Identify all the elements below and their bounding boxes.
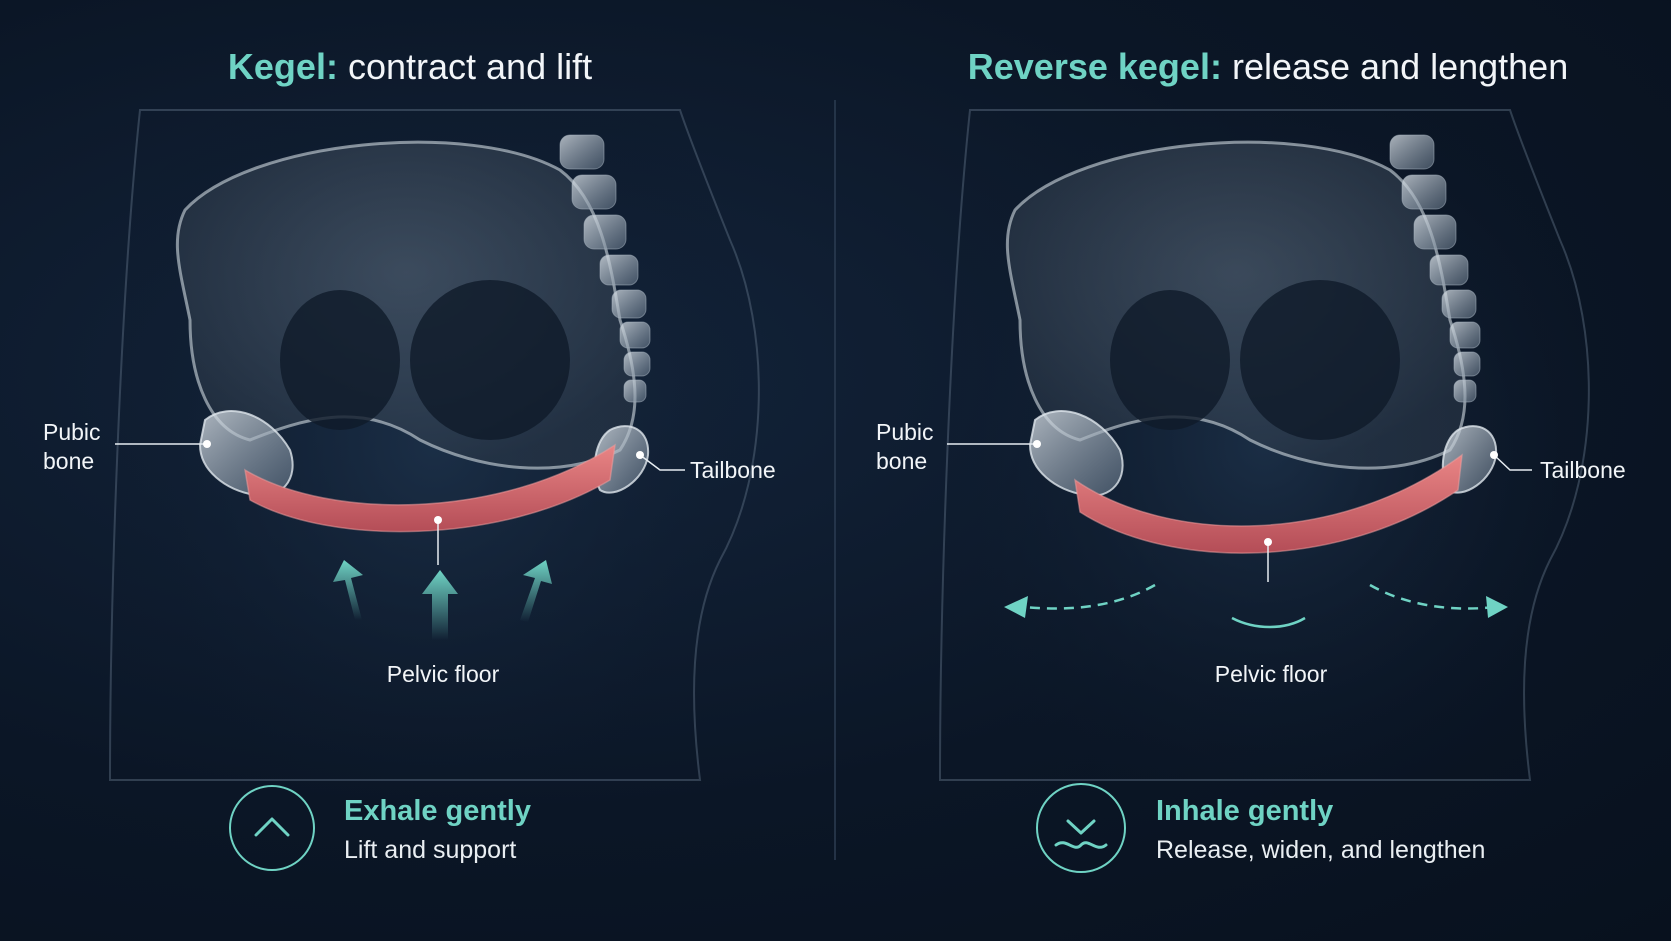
label-tailbone-right: Tailbone: [1540, 457, 1626, 483]
floor-drop-curve: [1231, 616, 1306, 629]
arrow-up-left: [333, 560, 363, 620]
title-left-rest: contract and lift: [347, 46, 593, 87]
pubic-bone-shape: [198, 410, 294, 497]
title-left: Kegel: contract and lift: [228, 46, 592, 88]
title-right-rest: release and lengthen: [1231, 46, 1569, 87]
label-pelvic-floor-left: Pelvic floor: [386, 661, 500, 687]
tailbone-leader: [1493, 454, 1532, 471]
label-tailbone-left: Tailbone: [690, 457, 776, 483]
title-left-accent: Kegel:: [227, 46, 338, 87]
breath-cue-left: Exhale gently Lift and support: [344, 795, 531, 865]
arrow-up-center: [422, 570, 458, 640]
spine: [559, 134, 651, 403]
pubic-bone-shape: [1028, 410, 1124, 497]
label-pubic-bone-right: Pubic bone: [876, 419, 934, 474]
chevron-down-wave-icon: [1036, 783, 1126, 873]
spine: [1389, 134, 1481, 403]
label-pelvic-floor-right: Pelvic floor: [1214, 661, 1328, 687]
left-figure: [108, 109, 760, 781]
title-right: Reverse kegel: release and lengthen: [968, 46, 1568, 88]
chevron-up-icon: [229, 785, 315, 871]
breath-left-sub: Lift and support: [344, 836, 517, 864]
arrow-up-right: [520, 560, 552, 622]
tailbone-leader: [639, 454, 685, 471]
lift-arrows: [333, 560, 552, 640]
breath-left-head: Exhale gently: [344, 795, 531, 827]
label-pubic-bone-left: Pubic bone: [43, 419, 101, 474]
pelvic-floor-muscle: [243, 443, 616, 533]
breath-right-head: Inhale gently: [1156, 795, 1334, 827]
arrowhead-left: [1004, 596, 1028, 618]
breath-cue-right: Inhale gently Release, widen, and length…: [1156, 795, 1485, 865]
arrowhead-right: [1486, 596, 1508, 618]
obturator-opening: [280, 290, 400, 430]
breath-right-sub: Release, widen, and lengthen: [1156, 836, 1486, 864]
pelvic-inlet: [410, 280, 570, 440]
title-right-accent: Reverse kegel:: [967, 46, 1222, 87]
right-figure: [938, 109, 1590, 781]
widen-arrows: [1024, 583, 1496, 629]
pelvic-floor-muscle: [1073, 453, 1463, 554]
